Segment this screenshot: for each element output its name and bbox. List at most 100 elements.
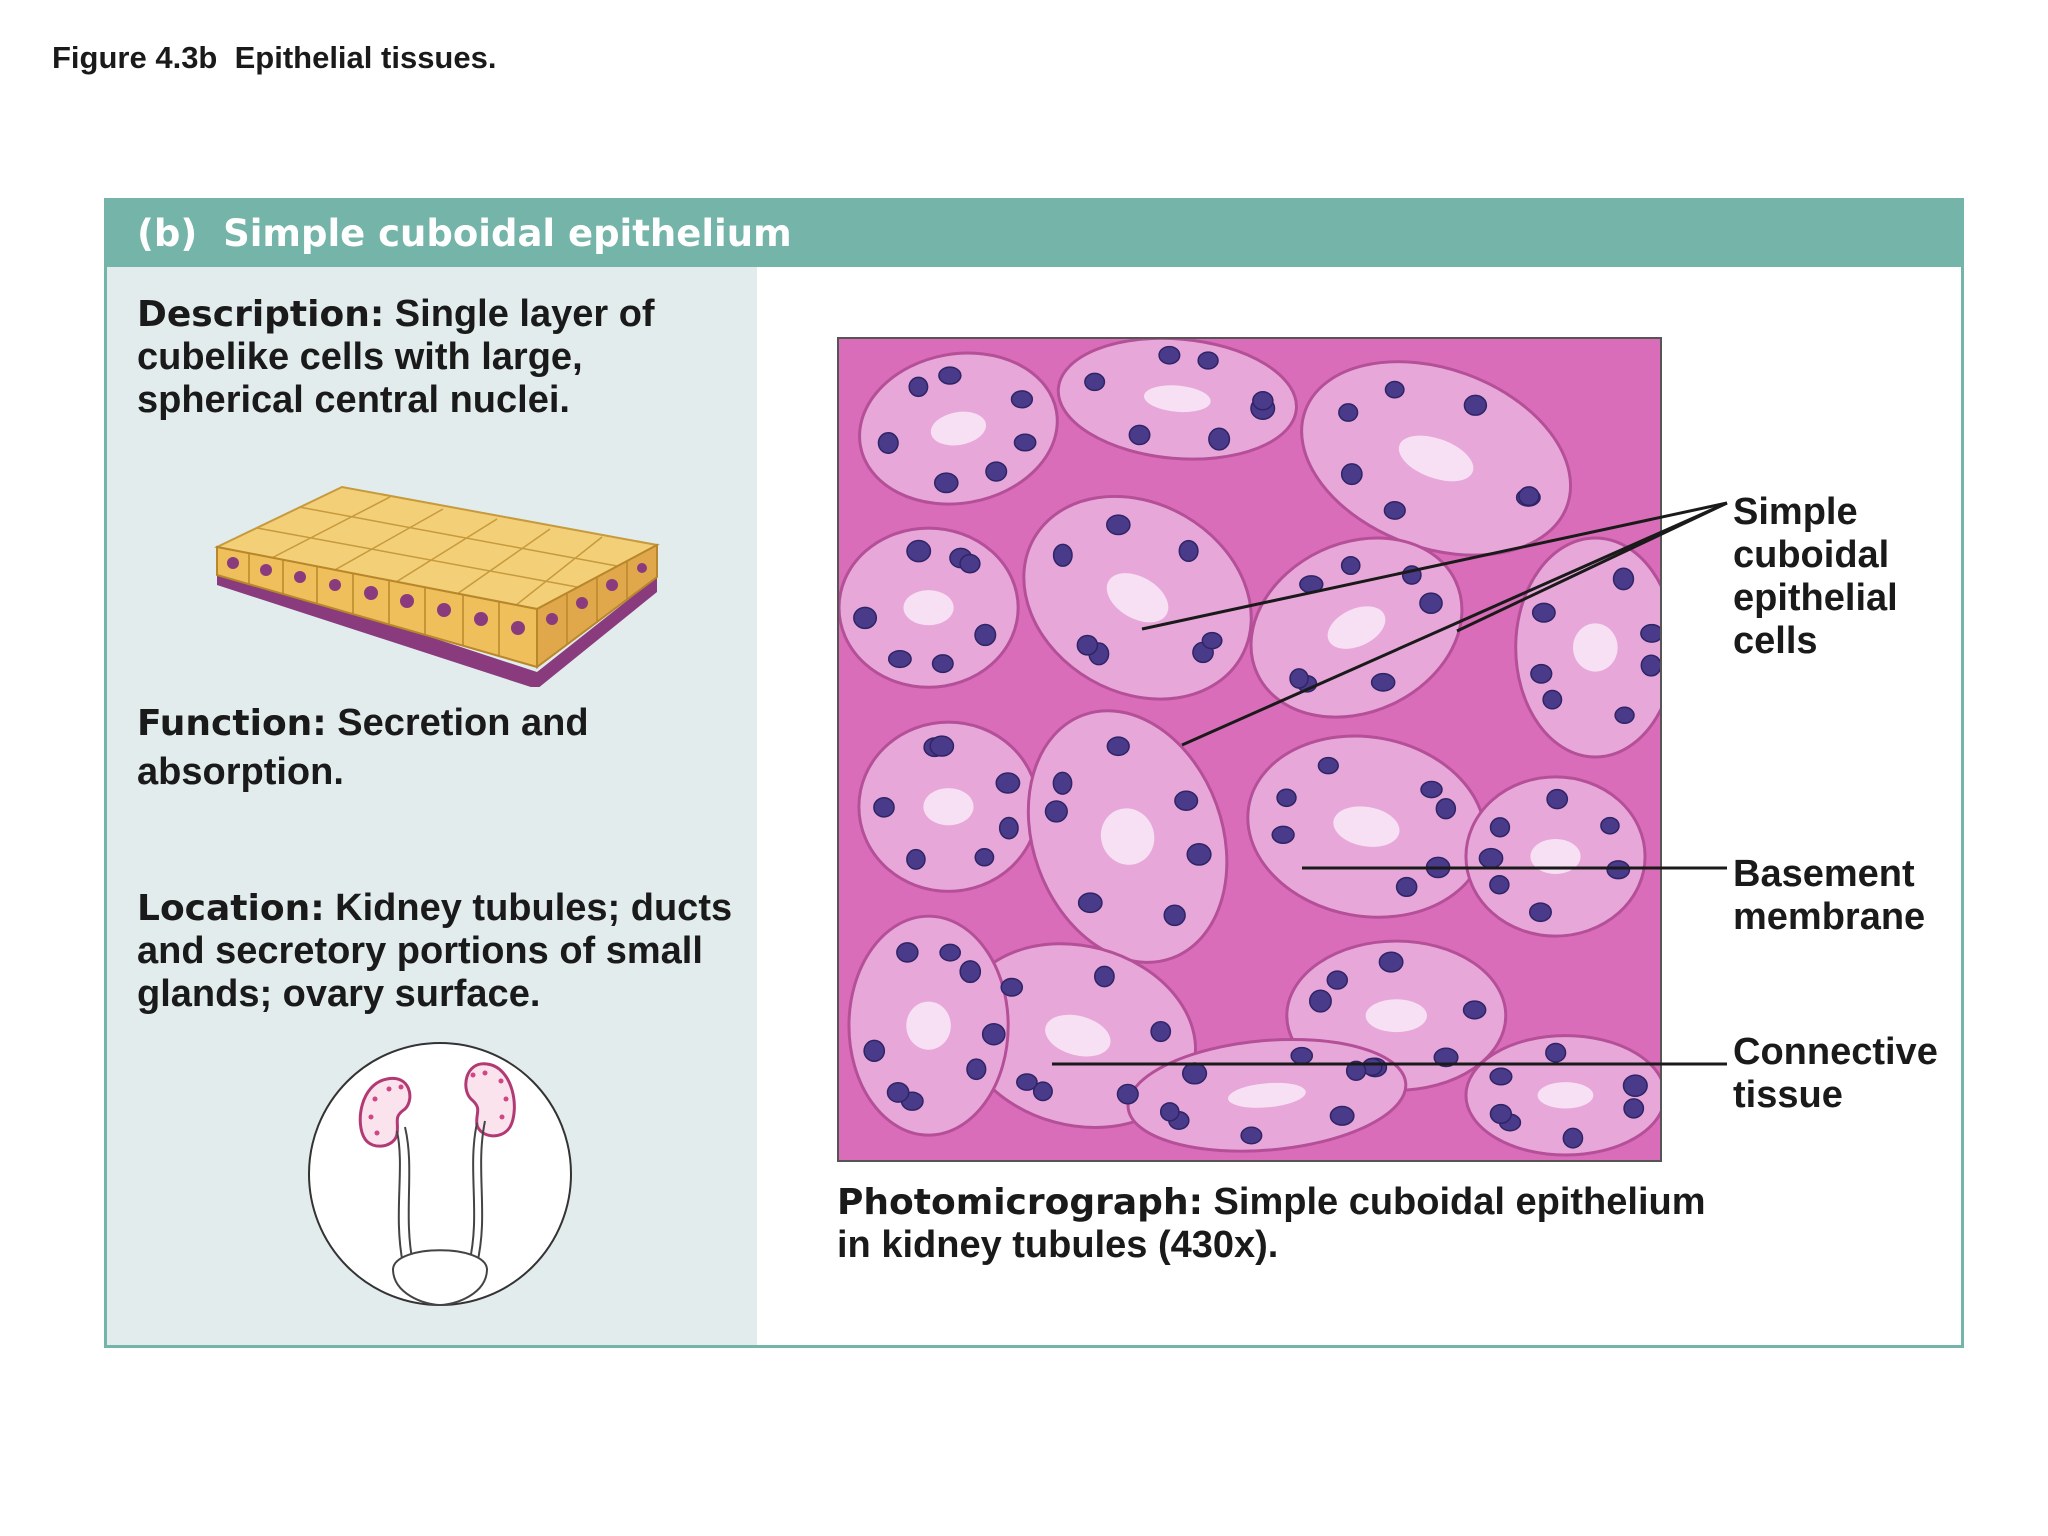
cell-nucleus [933, 472, 959, 494]
cell-nucleus [1150, 1020, 1172, 1043]
cell-nucleus [1326, 970, 1349, 990]
tubule-lumen [1537, 1082, 1594, 1109]
cell-nucleus [931, 654, 954, 674]
cell-nucleus [1158, 345, 1181, 365]
cell-nucleus [1606, 860, 1631, 880]
cell-nucleus [887, 649, 912, 669]
tubule-lumen [1144, 385, 1211, 413]
cell-nucleus [1094, 965, 1115, 988]
cell-nucleus [1545, 1042, 1567, 1063]
cell-nucleus [1489, 875, 1510, 895]
cell-nucleus [1174, 790, 1199, 811]
location-label: Location: [137, 888, 325, 929]
tubule-lumen [1106, 573, 1169, 623]
cell-nucleus [1240, 1126, 1263, 1145]
cell-nucleus [873, 796, 895, 818]
leader-line-cells-1 [1141, 501, 1728, 631]
photomicrograph-caption: Photomicrograph: Simple cuboidal epithel… [837, 1181, 1737, 1267]
location-block: Location: Kidney tubules; ducts and secr… [137, 887, 747, 1016]
cell-nucleus [1489, 817, 1511, 838]
cell-nucleus [1289, 668, 1309, 689]
tubule-lumen [1045, 1014, 1111, 1057]
cell-nucleus [995, 772, 1021, 794]
function-label: Function: [137, 703, 327, 744]
cell-nucleus [1622, 1074, 1648, 1097]
description-label: Description: [137, 294, 385, 335]
cell-nucleus [1032, 1081, 1053, 1102]
kidney-location-illustration [308, 1042, 572, 1307]
cell-nucleus [1383, 501, 1406, 520]
cell-nucleus [1052, 771, 1073, 795]
cell-nucleus [929, 735, 955, 757]
leader-line-cells-2 [1181, 501, 1728, 747]
cell-nucleus [1420, 780, 1443, 799]
cell-nucleus [1384, 380, 1405, 399]
tubule-lumen [1398, 435, 1474, 482]
cell-nucleus [877, 431, 899, 455]
cell-nucleus [1462, 1000, 1487, 1020]
cell-nucleus [1186, 843, 1212, 866]
cell-nucleus [1016, 1073, 1038, 1091]
cell-nucleus [1530, 663, 1553, 684]
cell-nucleus [998, 816, 1019, 840]
tubule-lumen [903, 590, 954, 626]
tubule-lumen [930, 411, 987, 446]
label-basement-membrane: Basement membrane [1733, 853, 1926, 938]
tubule-lumen [906, 1001, 951, 1050]
cell-nucleus [1084, 372, 1106, 392]
tubule-lumen [1365, 999, 1427, 1033]
tubule-lumen [923, 788, 974, 826]
leader-line-cells-3 [1456, 501, 1728, 633]
function-block: Function: Secretion and absorption. [137, 699, 747, 796]
cell-nucleus [1640, 623, 1660, 643]
cell-nucleus [1252, 391, 1274, 411]
cell-nucleus [985, 461, 1008, 482]
cell-nucleus [1518, 486, 1540, 507]
cell-nucleus [908, 376, 929, 398]
cell-nucleus [974, 623, 997, 647]
cell-nucleus [1419, 592, 1443, 615]
cell-nucleus [1562, 1127, 1584, 1149]
cell-nucleus [1276, 788, 1297, 808]
tubule-lumen [1228, 1082, 1306, 1108]
cell-nucleus [966, 1058, 987, 1081]
cell-nucleus [1340, 463, 1363, 486]
description-block: Description: Single layer of cubelike ce… [137, 293, 747, 422]
cell-nucleus [1612, 567, 1635, 591]
tubule-lumen [1530, 838, 1581, 874]
tissue-panel: (b) Simple cuboidal epithelium Descripti… [104, 198, 1964, 1348]
cell-nucleus [1614, 706, 1635, 724]
cell-nucleus [959, 960, 982, 984]
cell-nucleus [1106, 514, 1131, 536]
cell-nucleus [1106, 736, 1130, 757]
cell-nucleus [1159, 1102, 1180, 1122]
function-text: Secretion and absorption. [137, 702, 589, 793]
cell-nucleus [906, 539, 932, 563]
cell-nucleus [1116, 1083, 1139, 1105]
cell-nucleus [1640, 654, 1660, 677]
tubule-lumen [1327, 606, 1386, 649]
figure-title: Figure 4.3b Epithelial tissues. [52, 40, 497, 75]
cell-nucleus [906, 848, 926, 870]
tubule-lumen [1573, 623, 1618, 672]
cell-nucleus [853, 606, 878, 630]
leader-lines [1052, 501, 1728, 1066]
cell-nucleus [1463, 394, 1488, 416]
cell-nucleus [938, 366, 962, 385]
cuboidal-cells-illustration [213, 485, 660, 687]
cell-nucleus [1052, 543, 1073, 567]
cell-nucleus [1317, 756, 1339, 775]
cell-nucleus [896, 942, 919, 963]
cell-nucleus [1077, 892, 1103, 914]
cell-nucleus [974, 848, 995, 867]
cell-nucleus [981, 1022, 1006, 1046]
cell-nucleus [1010, 390, 1034, 409]
cell-nucleus [939, 943, 962, 962]
cell-nucleus [1163, 904, 1186, 927]
label-simple-cuboidal-cells: Simple cuboidal epithelial cells [1733, 491, 1898, 662]
cell-nucleus [1000, 977, 1024, 997]
cell-nucleus [1542, 689, 1563, 710]
tubule-lumen [1333, 806, 1400, 847]
cell-nucleus [1340, 555, 1361, 576]
cell-nucleus [886, 1082, 910, 1103]
